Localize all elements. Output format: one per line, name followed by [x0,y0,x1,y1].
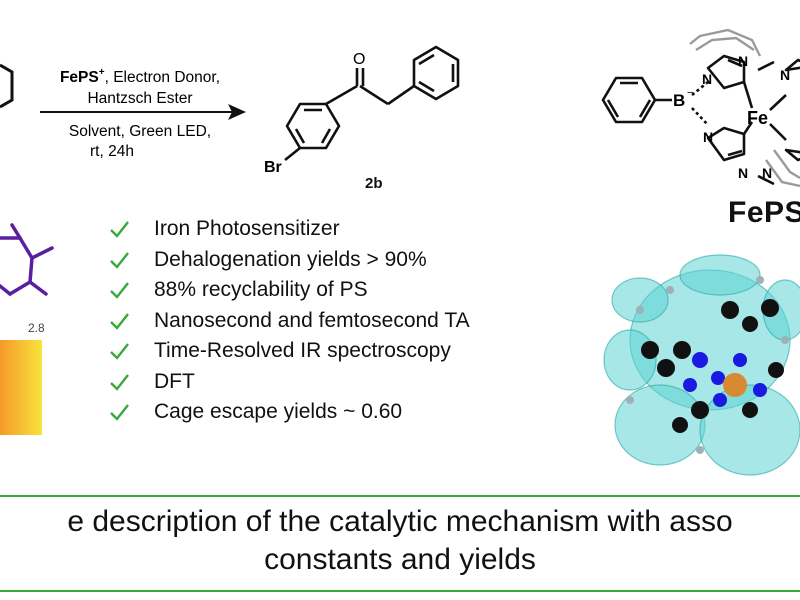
highlight-text: Iron Photosensitizer [154,217,340,241]
highlight-text: Time-Resolved IR spectroscopy [154,339,451,363]
color-scale-bar [0,340,42,435]
checkmark-icon [110,282,129,300]
highlight-text: Dehalogenation yields > 90% [154,247,427,271]
highlight-item: 88% recyclability of PS [108,275,470,306]
nitrogen-label-1: N [702,71,712,87]
bromine-atom-label: Br [264,159,282,176]
reagent-text: FePS+, Electron Donor, [60,67,220,86]
boron-charge-label: − [687,87,693,99]
complex-structure [601,54,800,186]
product-structure [284,45,460,162]
checkmark-icon [110,252,129,269]
nitrogen-label-5: N [780,67,790,83]
nitrogen-label-6: N [762,165,772,181]
highlight-item: Iron Photosensitizer [108,214,470,245]
nitrogen-label-4: N [738,165,748,181]
highlight-item: Dehalogenation yields > 90% [108,245,470,276]
nitrogen-label-2: N [738,53,748,69]
condition-line-2: Hantzsch Ester [87,90,192,107]
conclusion-line-1: e description of the catalytic mechanism… [67,505,733,538]
conclusion-top-border [0,495,800,497]
molecular-structure-fragment [0,223,54,296]
conclusion-text: e description of the catalytic mechanism… [0,503,800,579]
boron-atom-label: B [673,91,685,110]
highlight-text: DFT [154,369,195,393]
highlight-item: DFT [108,367,470,398]
complex-label: FePS [728,196,800,229]
iron-atom-label: Fe [747,108,768,128]
conclusion-line-2: constants and yields [264,543,536,576]
conclusion-bottom-border [0,590,800,592]
checkmark-icon [110,313,129,330]
orbital-density-visualization [603,254,800,476]
checkmark-icon [110,343,129,361]
complex-back-ligand [689,28,800,188]
highlight-item: Cage escape yields ~ 0.60 [108,397,470,428]
highlight-text: 88% recyclability of PS [154,278,368,302]
highlight-item: Time-Resolved IR spectroscopy [108,336,470,367]
reaction-arrow [40,104,246,120]
reactant-structure-fragment [0,63,14,109]
reaction-scheme: FePS+, Electron Donor, Hantzsch Ester So… [0,28,800,188]
condition-line-3: Solvent, Green LED, [69,123,211,140]
highlight-item: Nanosecond and femtosecond TA [108,306,470,337]
product-label: 2b [365,175,383,192]
highlight-text: Nanosecond and femtosecond TA [154,308,470,332]
checkmark-icon [110,404,129,422]
checkmark-icon [110,221,129,239]
scale-max-label: 2.8 [28,321,45,335]
checkmark-icon [110,374,129,391]
oxygen-atom-label: O [353,51,365,68]
highlight-text: Cage escape yields ~ 0.60 [154,400,403,424]
nitrogen-label-3: N [703,129,713,145]
condition-line-4: rt, 24h [90,143,134,160]
